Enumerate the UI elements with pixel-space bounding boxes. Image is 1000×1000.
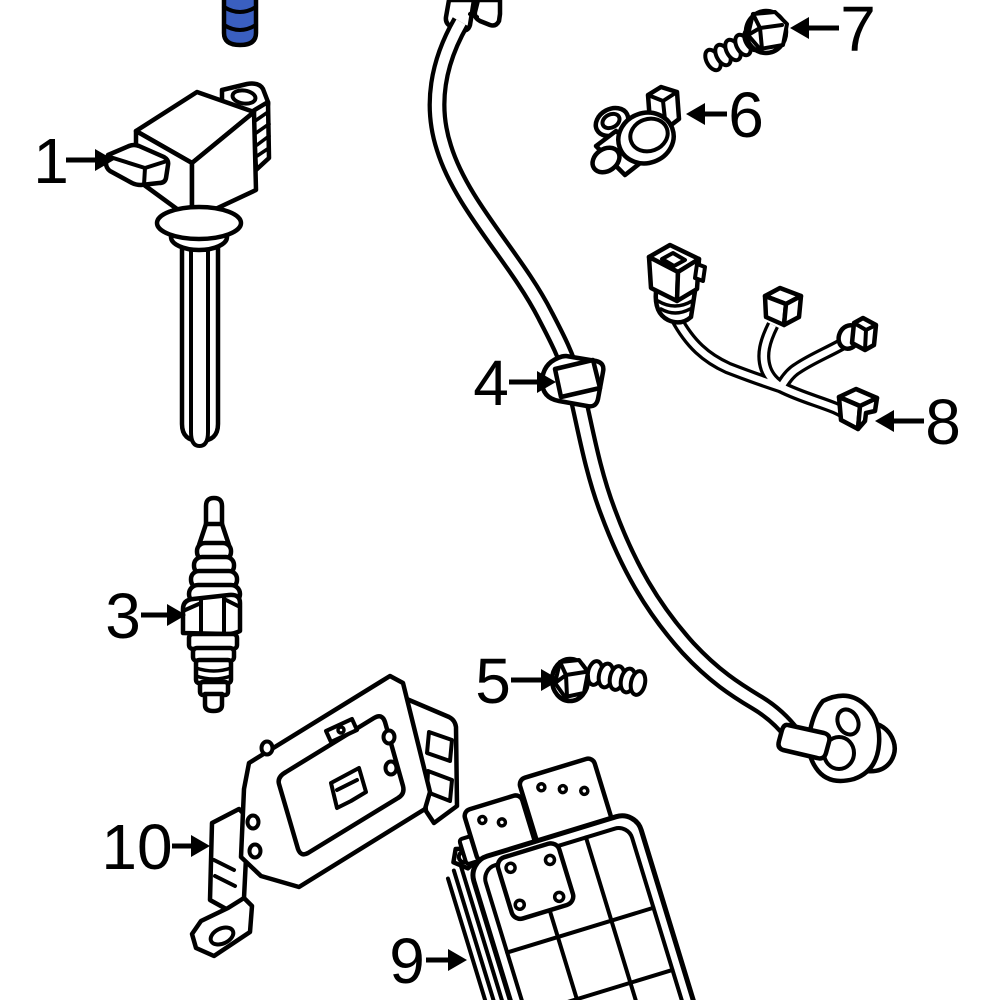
bracket-flap-slot-1: [425, 730, 454, 763]
connector-a-latch: [693, 262, 707, 283]
ecu-screw-2: [543, 853, 557, 867]
cable-clip-band: [552, 357, 603, 400]
harness-wire-b-core: [760, 323, 783, 390]
callout-5-label[interactable]: 5: [475, 645, 511, 717]
bracket-window-tab: [324, 717, 359, 744]
coil-box-right: [189, 109, 259, 223]
bracket-hole-3: [245, 813, 261, 831]
callout-5[interactable]: 5: [475, 645, 560, 717]
part-2-bolt-highlighted[interactable]: [221, 0, 259, 48]
bracket-hole-1: [381, 728, 397, 746]
part-10-bracket[interactable]: [189, 673, 460, 959]
sensor-body-ring: [628, 116, 670, 154]
coil-collar: [154, 204, 244, 242]
coil-rib-lines: [253, 110, 271, 158]
callout-9[interactable]: 9: [389, 925, 467, 997]
bracket-clip-line: [335, 778, 359, 792]
ecu-block2-pin-2: [557, 783, 569, 795]
connector-d-right: [855, 395, 880, 432]
bolt5-thread-5: [628, 669, 648, 697]
callout-1[interactable]: 1: [33, 125, 114, 197]
sensor-barrel-end: [590, 145, 622, 175]
part-5-bolt[interactable]: [549, 656, 648, 704]
ecu-block1-pin-1: [477, 814, 488, 826]
bracket-tab-hole: [336, 725, 346, 735]
connector-a-cavity: [660, 251, 687, 268]
callout-6-label[interactable]: 6: [728, 79, 764, 151]
callout-10-label[interactable]: 10: [101, 811, 172, 883]
callout-8-label[interactable]: 8: [925, 386, 961, 458]
ecu-side-flange-lines: [445, 862, 527, 1000]
ecu-block2-pin-3: [579, 785, 590, 797]
callout-7-arrow-head: [790, 17, 809, 39]
bracket-hole-5: [259, 739, 275, 757]
ecu-screw-4: [552, 890, 566, 904]
callout-1-arrow-head: [95, 149, 114, 171]
callout-1-label[interactable]: 1: [33, 125, 69, 197]
bracket-arm-steps: [212, 858, 237, 888]
coil-boot-inner-tube: [189, 248, 210, 448]
harness-wire-c-core: [778, 339, 848, 389]
plug-hex-facets: [181, 595, 242, 636]
ecu-block1-pin-2: [496, 817, 508, 828]
plug-thread-lines: [194, 666, 233, 681]
bolt-body-highlighted[interactable]: [221, 0, 259, 48]
callout-3-label[interactable]: 3: [105, 580, 141, 652]
part-4-sensor-cable[interactable]: [427, 0, 897, 784]
ecu-screw-3: [513, 898, 527, 911]
cable-top-connector-2: [472, 0, 503, 28]
ecu-block2-pin-1: [536, 782, 547, 793]
bracket-hole-2: [383, 759, 399, 777]
sensor-body-disc: [616, 110, 676, 166]
callout-4-arrow-head: [537, 371, 556, 393]
part-3-spark-plug[interactable]: [180, 495, 243, 714]
callout-8[interactable]: 8: [875, 386, 961, 458]
ecu-screw-1: [504, 861, 517, 875]
coil-flange-hole: [230, 88, 258, 106]
cable-top-connector-bar: [468, 12, 479, 19]
plug-terminal: [203, 495, 225, 529]
ecu-grid-lines: [505, 835, 675, 1000]
callout-9-arrow-head: [448, 949, 467, 971]
connector-c-facets: [852, 321, 878, 352]
callout-4[interactable]: 4: [473, 347, 556, 419]
callout-9-label[interactable]: 9: [389, 925, 425, 997]
part-7-bolt[interactable]: [702, 8, 789, 73]
bracket-foot-hole: [208, 925, 236, 947]
callout-6[interactable]: 6: [686, 79, 764, 151]
coil-connector-facets: [108, 155, 169, 187]
cable-core: [431, 19, 798, 739]
bolt7-hex-facets: [746, 12, 784, 51]
callout-3[interactable]: 3: [105, 580, 186, 652]
cable-ferrule: [776, 722, 832, 761]
callout-10-arrow-head: [191, 835, 210, 857]
connector-b-right: [781, 293, 804, 328]
plug-tip: [202, 691, 225, 714]
callout-7[interactable]: 7: [790, 0, 876, 65]
part-8-wiring-harness[interactable]: [646, 242, 880, 432]
callout-3-arrow-head: [167, 604, 186, 626]
callout-6-arrow-head: [686, 103, 705, 125]
connector-a-rings: [656, 299, 694, 315]
callout-7-label[interactable]: 7: [840, 0, 876, 65]
callout-4-label[interactable]: 4: [473, 347, 509, 419]
bracket-clip-detail: [329, 766, 368, 810]
bracket-hole-4: [247, 842, 263, 860]
callout-10[interactable]: 10: [101, 811, 210, 883]
callout-8-arrow-head: [875, 410, 894, 432]
sensor-ear-hole: [600, 111, 622, 131]
bolt-thread-lines: [222, 5, 258, 32]
callout-5-arrow-head: [541, 669, 560, 691]
harness-wire-a-core: [673, 316, 783, 391]
sensor-end-hole: [835, 707, 861, 737]
part-6-camshaft-sensor[interactable]: [588, 84, 682, 178]
part-1-ignition-coil[interactable]: [103, 81, 272, 448]
part-9-ecu[interactable]: [426, 750, 705, 1000]
